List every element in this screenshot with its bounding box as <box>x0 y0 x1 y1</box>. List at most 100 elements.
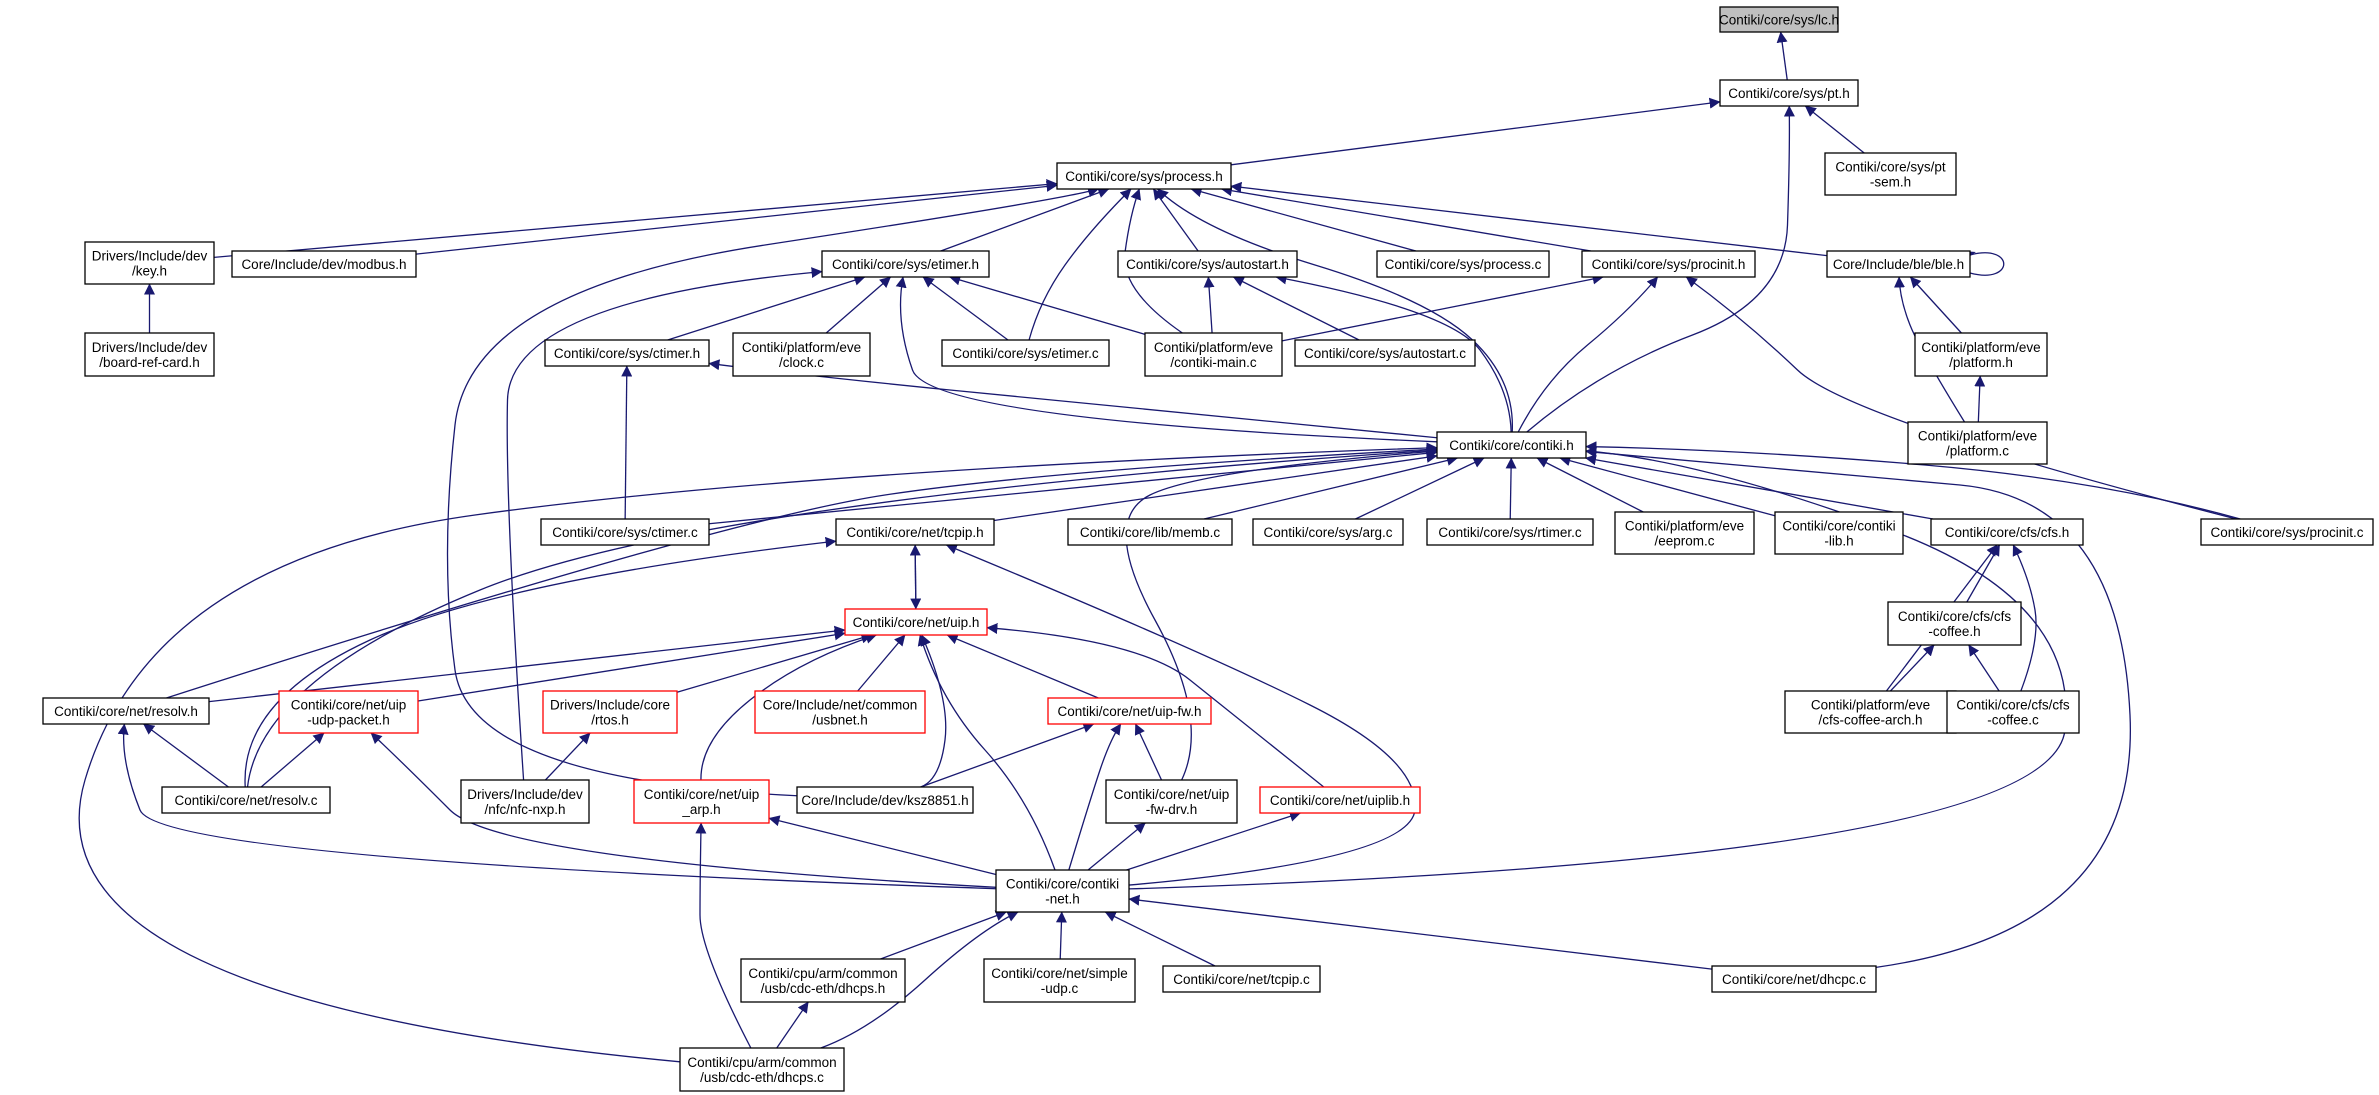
node-box <box>732 332 871 377</box>
node-rtimerc[interactable]: Contiki/core/sys/rtimer.c <box>1426 518 1594 546</box>
node-uipfw[interactable]: Contiki/core/net/uip-fw.h <box>1047 697 1212 725</box>
node-ptsem[interactable]: Contiki/core/sys/pt-sem.h <box>1824 152 1957 196</box>
edge-autostart-to-process <box>1152 188 1199 252</box>
node-ctimer[interactable]: Contiki/core/sys/ctimer.h <box>544 339 710 367</box>
edge-contikimain-to-autostart <box>1203 276 1215 334</box>
node-pt[interactable]: Contiki/core/sys/pt.h <box>1719 79 1859 107</box>
node-cfscoffeearch[interactable]: Contiki/platform/eve/cfs-coffee-arch.h <box>1784 690 1957 734</box>
node-label: Contiki/core/sys/process.h <box>1065 169 1223 184</box>
node-contikilib[interactable]: Contiki/core/contiki-lib.h <box>1774 511 1904 555</box>
node-etimerc[interactable]: Contiki/core/sys/etimer.c <box>941 339 1110 367</box>
node-cfscoffeeh[interactable]: Contiki/core/cfs/cfs-coffee.h <box>1887 601 2022 646</box>
node-box <box>42 697 210 725</box>
edge-platformh-to-ble <box>1909 276 1962 334</box>
node-uipudp[interactable]: Contiki/core/net/uip-udp-packet.h <box>278 690 419 734</box>
edge-simpleudp-to-contikinet <box>1055 911 1067 960</box>
node-contikinet[interactable]: Contiki/core/contiki-net.h <box>995 869 1130 913</box>
node-box <box>1436 431 1587 459</box>
node-eepromc[interactable]: Contiki/platform/eve/eeprom.c <box>1614 511 1755 555</box>
edge-dhcpsc-to-uiparp <box>695 822 752 1049</box>
node-etimer[interactable]: Contiki/core/sys/etimer.h <box>821 250 990 278</box>
node-cfsh[interactable]: Contiki/core/cfs/cfs.h <box>1930 518 2084 546</box>
node-resolvc[interactable]: Contiki/core/net/resolv.c <box>161 786 331 814</box>
node-dhcpsc[interactable]: Contiki/cpu/arm/common/usb/cdc-eth/dhcps… <box>679 1047 845 1092</box>
node-argc[interactable]: Contiki/core/sys/arg.c <box>1252 518 1404 546</box>
node-label: -udp-packet.h <box>307 713 390 728</box>
edge-resolvh-to-uiph <box>208 625 846 703</box>
node-uiplib[interactable]: Contiki/core/net/uiplib.h <box>1259 786 1421 814</box>
node-tcpiph[interactable]: Contiki/core/net/tcpip.h <box>835 518 995 546</box>
node-clockc[interactable]: Contiki/platform/eve/clock.c <box>732 332 871 377</box>
node-label: Drivers/Include/dev <box>92 249 208 264</box>
node-platformh[interactable]: Contiki/platform/eve/platform.h <box>1914 332 2048 377</box>
node-box <box>540 518 710 546</box>
node-label: Contiki/core/net/resolv.c <box>174 793 317 808</box>
edge-ksz-to-process <box>446 186 1100 797</box>
node-uipfwdrv[interactable]: Contiki/core/net/uip-fw-drv.h <box>1105 779 1238 824</box>
node-label: Contiki/core/net/uip <box>1114 787 1230 802</box>
node-cfscoffeec[interactable]: Contiki/core/cfs/cfs-coffee.c <box>1946 690 2080 734</box>
node-uiph[interactable]: Contiki/core/net/uip.h <box>844 608 988 636</box>
node-dhcpsh[interactable]: Contiki/cpu/arm/common/usb/cdc-eth/dhcps… <box>740 958 906 1003</box>
edge-procinitc-to-procinit <box>1685 276 2237 520</box>
node-label: Contiki/core/cfs/cfs.h <box>1945 525 2070 540</box>
node-box <box>1946 690 2080 734</box>
node-label: Contiki/platform/eve <box>1625 519 1744 534</box>
node-layer: Contiki/core/sys/lc.hContiki/core/sys/pt… <box>42 6 2374 1092</box>
node-uiparp[interactable]: Contiki/core/net/uip_arp.h <box>633 779 770 824</box>
node-label: -fw-drv.h <box>1146 802 1198 817</box>
node-procinitc[interactable]: Contiki/core/sys/procinit.c <box>2200 518 2374 546</box>
node-label: /rtos.h <box>591 713 629 728</box>
node-label: Contiki/core/sys/ctimer.h <box>554 346 700 361</box>
node-box <box>1824 152 1957 196</box>
node-label: Contiki/core/net/tcpip.h <box>846 525 983 540</box>
node-ble[interactable]: Core/Include/ble/ble.h <box>1826 250 1971 278</box>
node-contikimain[interactable]: Contiki/platform/eve/contiki-main.c <box>1144 332 1283 377</box>
node-ksz[interactable]: Core/Include/dev/ksz8851.h <box>796 786 974 814</box>
node-label: Contiki/core/net/tcpip.c <box>1173 972 1310 987</box>
edge-procinitc-to-contikih <box>1585 441 2241 520</box>
node-label: Contiki/core/net/uip <box>644 787 760 802</box>
edge-rtos-to-uiph <box>676 632 873 693</box>
node-usbnet[interactable]: Core/Include/net/common/usbnet.h <box>754 690 926 734</box>
node-membc[interactable]: Contiki/core/lib/memb.c <box>1067 518 1233 546</box>
node-autostart[interactable]: Contiki/core/sys/autostart.h <box>1117 250 1298 278</box>
edge-resolvc-to-tcpiph <box>244 536 837 788</box>
node-simpleudp[interactable]: Contiki/core/net/simple-udp.c <box>983 958 1136 1003</box>
node-label: /platform.c <box>1946 444 2009 459</box>
node-contikih[interactable]: Contiki/core/contiki.h <box>1436 431 1587 459</box>
node-tcpipc[interactable]: Contiki/core/net/tcpip.c <box>1162 965 1321 993</box>
node-key[interactable]: Drivers/Include/dev/key.h <box>84 241 215 285</box>
node-procinit[interactable]: Contiki/core/sys/procinit.h <box>1581 250 1756 278</box>
node-box <box>1426 518 1594 546</box>
edge-uiparp-to-uiph <box>700 633 877 781</box>
node-label: Drivers/Include/core <box>550 698 670 713</box>
node-label: Contiki/cpu/arm/common <box>687 1055 836 1070</box>
node-dhcpc[interactable]: Contiki/core/net/dhcpc.c <box>1711 965 1877 993</box>
edge-contikih-to-process <box>1157 188 1513 433</box>
node-label: Drivers/Include/dev <box>467 787 583 802</box>
node-box <box>1907 421 2048 465</box>
node-autostartc[interactable]: Contiki/core/sys/autostart.c <box>1294 339 1476 367</box>
edge-cfscoffeec-to-cfscoffeeh <box>1968 644 2000 692</box>
edge-procinit-to-process <box>1220 185 1592 252</box>
node-resolvh[interactable]: Contiki/core/net/resolv.h <box>42 697 210 725</box>
node-nfcnxp[interactable]: Drivers/Include/dev/nfc/nfc-nxp.h <box>460 779 590 824</box>
node-boardref[interactable]: Drivers/Include/dev/board-ref-card.h <box>84 332 215 377</box>
node-rtos[interactable]: Drivers/Include/core/rtos.h <box>542 690 678 734</box>
node-label: Contiki/core/sys/autostart.h <box>1126 257 1289 272</box>
node-platformc[interactable]: Contiki/platform/eve/platform.c <box>1907 421 2048 465</box>
edge-resolvc-to-resolvh <box>143 723 229 788</box>
edge-ctimerc-to-ctimer <box>621 365 633 520</box>
node-ctimerc[interactable]: Contiki/core/sys/ctimer.c <box>540 518 710 546</box>
node-process[interactable]: Contiki/core/sys/process.h <box>1056 162 1232 190</box>
node-processc[interactable]: Contiki/core/sys/process.c <box>1376 250 1550 278</box>
node-label: Core/Include/ble/ble.h <box>1833 257 1964 272</box>
node-modbus[interactable]: Core/Include/dev/modbus.h <box>231 250 417 278</box>
node-label: /nfc/nfc-nxp.h <box>484 802 565 817</box>
node-label: Contiki/core/net/simple <box>991 966 1128 981</box>
node-box <box>161 786 331 814</box>
node-box <box>84 241 215 285</box>
edge-autostartc-to-autostart <box>1232 276 1360 341</box>
node-label: /eeprom.c <box>1654 534 1714 549</box>
